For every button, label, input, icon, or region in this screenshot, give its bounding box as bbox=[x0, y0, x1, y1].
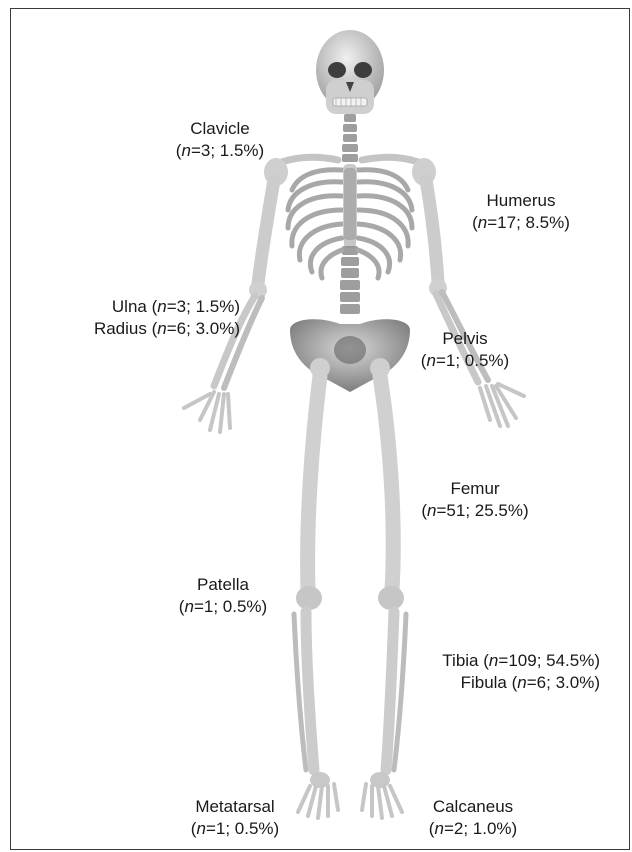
label-metatarsal: Metatarsal (n=1; 0.5%) bbox=[170, 796, 300, 840]
right-foot bbox=[362, 772, 402, 818]
label-pelvis: Pelvis (n=1; 0.5%) bbox=[400, 328, 530, 372]
label-patella: Patella (n=1; 0.5%) bbox=[158, 574, 288, 618]
right-hand bbox=[480, 384, 524, 426]
label-humerus: Humerus (n=17; 8.5%) bbox=[446, 190, 596, 234]
label-calcaneus: Calcaneus (n=2; 1.0%) bbox=[408, 796, 538, 840]
label-femur: Femur (n=51; 25.5%) bbox=[400, 478, 550, 522]
skull bbox=[316, 30, 384, 114]
left-hand bbox=[184, 392, 230, 432]
leg-bones bbox=[294, 358, 406, 770]
label-clavicle: Clavicle (n=3; 1.5%) bbox=[150, 118, 290, 162]
label-ulna-radius: Ulna (n=3; 1.5%) Radius (n=6; 3.0%) bbox=[20, 296, 240, 340]
label-tibia-fibula: Tibia (n=109; 54.5%) Fibula (n=6; 3.0%) bbox=[380, 650, 600, 694]
pelvis-bone bbox=[290, 319, 410, 392]
left-foot bbox=[298, 772, 338, 818]
